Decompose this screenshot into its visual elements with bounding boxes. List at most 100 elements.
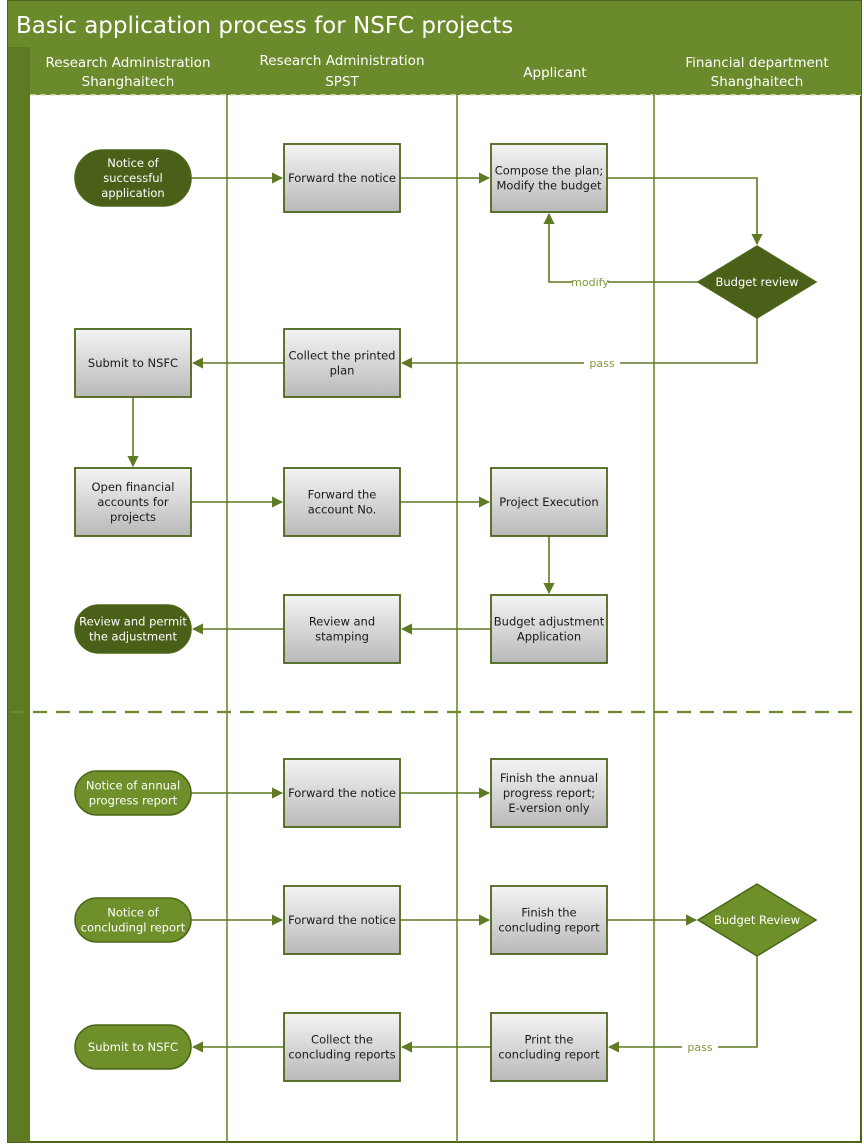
- node-label: Application: [517, 630, 581, 644]
- node-label: Budget review: [715, 275, 798, 289]
- node-forward-notice-1: Forward the notice: [283, 143, 401, 213]
- svg-text:Research Administration: Research Administration: [46, 55, 211, 71]
- node-label: Notice of: [107, 906, 159, 920]
- node-submit-nsfc-1: Submit to NSFC: [74, 328, 192, 398]
- node-label: progress report;: [503, 786, 595, 800]
- node-label: Compose the plan;: [495, 164, 604, 178]
- lane-header-financial-department: Financial department Shanghaitech: [685, 55, 828, 90]
- node-forward-notice-2: Forward the notice: [283, 758, 401, 828]
- node-label: plan: [330, 364, 355, 378]
- node-label: Forward the notice: [288, 786, 396, 800]
- node-label: Finish the annual: [500, 771, 598, 785]
- decision-diamond: [696, 245, 818, 319]
- edge-label-background: [572, 275, 608, 289]
- edges-layer: modify pass pass: [127, 172, 763, 1054]
- terminator-pill: [74, 149, 192, 207]
- node-label: Collect the printed: [289, 349, 396, 363]
- node-label: E-version only: [508, 801, 589, 815]
- svg-text:Financial department: Financial department: [685, 55, 828, 71]
- node-label: Finish the: [521, 906, 576, 920]
- node-budget-review-2: Budget Review: [696, 883, 818, 957]
- process-box: [490, 467, 608, 537]
- node-label: accounts for: [97, 495, 169, 509]
- node-label: Modify the budget: [496, 179, 602, 193]
- edge-label-background: [584, 356, 620, 370]
- lane-label: SPST: [325, 74, 359, 90]
- terminator-pill: [74, 604, 192, 654]
- process-box: [490, 594, 608, 664]
- lane-label: Research Administration: [46, 55, 211, 71]
- node-label: Budget adjustment: [494, 615, 605, 629]
- process-box: [490, 758, 608, 828]
- edge-label-pass: pass: [687, 1041, 712, 1054]
- terminator-pill: [74, 897, 192, 943]
- node-label: concluding report: [498, 921, 600, 935]
- page-title: Basic application process for NSFC proje…: [16, 13, 513, 39]
- lane-header-research-admin-spst: Research Administration SPST: [260, 53, 425, 90]
- node-label: Review and permit: [79, 615, 187, 629]
- node-label: Project Execution: [499, 495, 598, 509]
- node-label: concludingl report: [81, 921, 186, 935]
- node-label: account No.: [308, 503, 377, 517]
- node-project-execution: Project Execution: [490, 467, 608, 537]
- process-box: [74, 467, 192, 537]
- edge-compose-plan-to-budget-review-1: [607, 177, 763, 246]
- node-label: Forward the: [308, 488, 377, 502]
- node-label: the adjustment: [89, 630, 177, 644]
- node-label: concluding reports: [288, 1048, 395, 1062]
- node-label: Review and: [309, 615, 375, 629]
- process-box: [283, 758, 401, 828]
- left-stripe: [8, 47, 30, 1142]
- edge-label-modify: modify: [571, 276, 609, 289]
- svg-text:Research Administration: Research Administration: [260, 53, 425, 69]
- lane-dividers: [226, 47, 655, 1142]
- svg-text:Applicant: Applicant: [523, 65, 586, 81]
- node-label: Print the: [525, 1033, 574, 1047]
- node-label: Forward the notice: [288, 913, 396, 927]
- node-submit-nsfc-2: Submit to NSFC: [74, 1024, 192, 1070]
- lane-header-research-admin-shanghaitech: Research Administration Shanghaitech: [46, 55, 211, 90]
- edge-budget-review-2-to-print-concluding: [607, 956, 758, 1053]
- node-forward-notice-3: Forward the notice: [283, 885, 401, 955]
- lane-header-applicant: Applicant: [523, 65, 586, 81]
- process-box: [74, 328, 192, 398]
- node-label: Budget Review: [714, 913, 800, 927]
- svg-text:SPST: SPST: [325, 74, 359, 90]
- lane-label: Applicant: [523, 65, 586, 81]
- node-label: progress report: [89, 794, 178, 808]
- decision-diamond: [696, 883, 818, 957]
- process-box: [490, 885, 608, 955]
- process-box: [490, 1012, 608, 1082]
- process-box: [283, 328, 401, 398]
- node-label: successful: [103, 171, 163, 185]
- process-box: [283, 467, 401, 537]
- lane-header-band: [30, 47, 861, 95]
- node-label: Collect the: [311, 1033, 373, 1047]
- svg-text:Shanghaitech: Shanghaitech: [711, 74, 804, 90]
- process-box: [283, 143, 401, 213]
- lane-label: Shanghaitech: [711, 74, 804, 90]
- process-box: [283, 1012, 401, 1082]
- node-label: stamping: [315, 630, 369, 644]
- node-label: Open financial: [92, 480, 175, 494]
- node-label: concluding report: [498, 1048, 600, 1062]
- process-box: [490, 143, 608, 213]
- edge-label-pass: pass: [589, 357, 614, 370]
- node-label: Notice of annual: [86, 779, 180, 793]
- node-label: application: [101, 186, 164, 200]
- svg-text:Shanghaitech: Shanghaitech: [82, 74, 175, 90]
